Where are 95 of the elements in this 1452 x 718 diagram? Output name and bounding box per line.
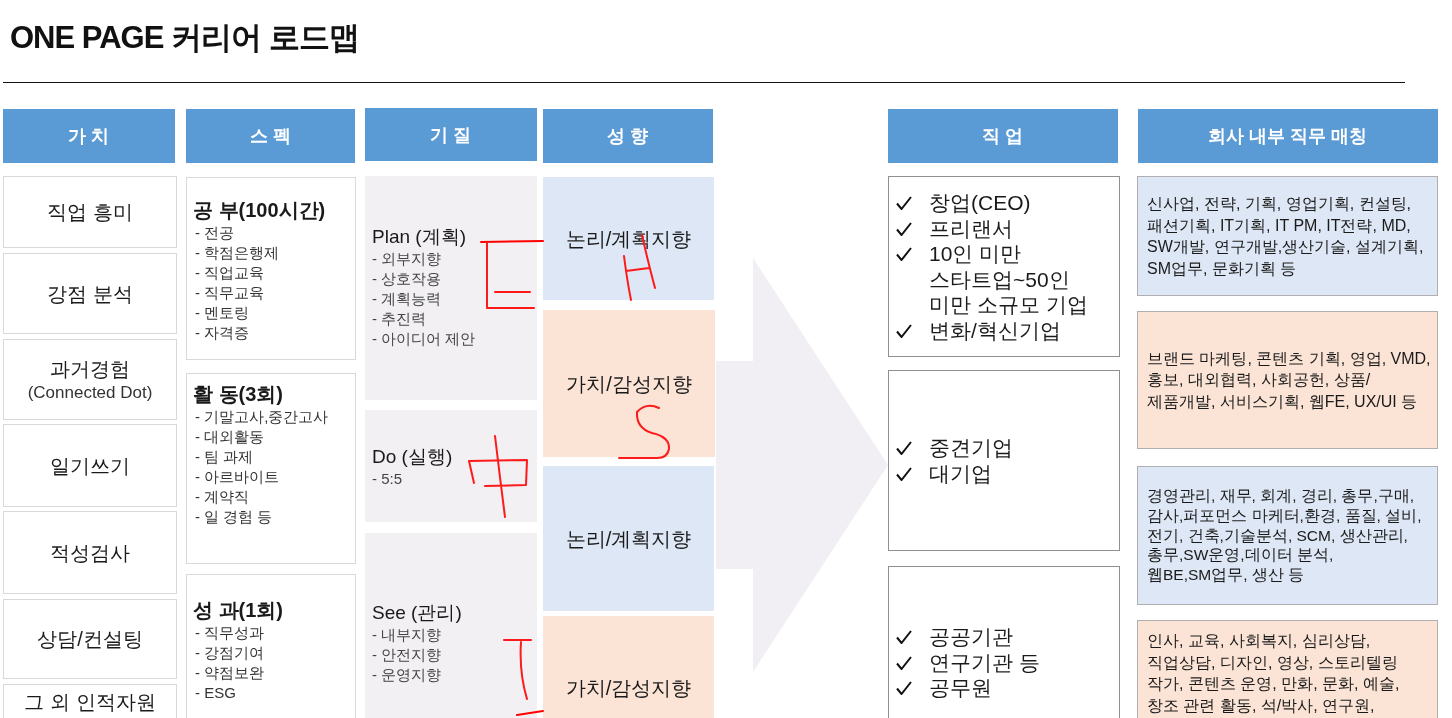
list-item: 공공기관	[929, 624, 1013, 650]
list-item: - 아르바이트	[194, 467, 280, 487]
list-item: - 강점기여	[194, 643, 265, 663]
value-card	[3, 253, 177, 334]
job-card	[888, 566, 1120, 718]
list-item: - 약점보완	[194, 663, 265, 683]
list-item: - ESG	[194, 683, 236, 703]
card-label: 가치/감성지향	[566, 371, 692, 397]
job-match-card	[1137, 311, 1438, 449]
list-item: 대기업	[929, 460, 992, 486]
list-item: - 대외활동	[194, 427, 265, 447]
connector-line	[516, 710, 544, 716]
column-header	[3, 109, 175, 163]
card-label: 과거경험	[50, 356, 130, 382]
list-item: 변화/혁신기업	[929, 317, 1061, 343]
list-item: - 직무성과	[194, 623, 265, 643]
job-match-card	[1137, 466, 1438, 605]
value-card	[3, 599, 177, 679]
card-heading: 활 동(3회)	[193, 382, 283, 407]
value-card	[3, 424, 177, 507]
list-item: 10인 미만 스타트업~50인 미만 소규모 기업	[929, 241, 1089, 318]
card-label: 적성검사	[50, 540, 130, 566]
column-header	[365, 108, 537, 161]
trait-card	[365, 410, 537, 522]
job-match-card	[1137, 620, 1438, 718]
card-text: 경영관리, 재무, 회계, 경리, 총무,구매, 감사,퍼포먼스 마케터,환경, 품질, 설비, 전기, 건축,기술분석, SCM, 생산관리,총무,SW운영,데이터 분석, 웹BE,SM업무, 생산 등	[1147, 486, 1423, 585]
list-item: - 안전지향	[372, 645, 442, 665]
spec-card	[186, 373, 356, 564]
header-label: 기 질	[430, 123, 472, 147]
list-item: 프리랜서	[929, 215, 1013, 241]
card-text: 인사, 교육, 사회복지, 심리상담, 직업상담, 디자인, 영상, 스토리텔링 작가, 콘텐츠 운영, 만화, 문화, 예술, 창조 관련 활동, 석/박사, 연구원,	[1147, 631, 1401, 716]
list-item: 공무원	[929, 675, 992, 701]
column-header	[888, 109, 1118, 163]
list-item: - 학점은행제	[194, 243, 280, 263]
job-card	[888, 176, 1120, 357]
column-header	[543, 109, 713, 163]
card-heading: Plan (계획)	[372, 225, 466, 249]
card-label: 가치/감성지향	[565, 676, 692, 701]
list-item: 중견기업	[929, 435, 1013, 461]
card-label: 그 외 인적자원	[24, 689, 156, 715]
value-card	[3, 511, 177, 594]
list-item: - 직무교육	[194, 283, 265, 303]
card-heading: Do (실행)	[372, 445, 453, 469]
list-item: - 5:5	[372, 469, 402, 489]
job-card	[888, 370, 1120, 551]
card-text: 신사업, 전략, 기획, 영업기획, 컨설팅, 패션기획, IT기획, IT PM, IT전략, MD, SW개발, 연구개발,생산기술, 설계기획, SM업무, 문화기획 등	[1147, 194, 1425, 279]
list-item: - 외부지향	[372, 249, 442, 269]
job-match-card	[1137, 176, 1438, 296]
tendency-card	[543, 310, 715, 457]
card-text: 브랜드 마케팅, 콘텐츠 기획, 영업, VMD, 홍보, 대외협력, 사회공헌, 상품/제품개발, 서비스기획, 웹FE, UX/UI 등	[1147, 348, 1432, 412]
card-label: 강점 분석	[47, 281, 133, 307]
spec-card	[186, 177, 356, 360]
card-subtitle: (Connected Dot)	[27, 381, 153, 404]
list-item: 연구기관 등	[929, 649, 1040, 675]
card-label: 상담/컨설팅	[37, 627, 143, 652]
tendency-card	[543, 616, 714, 718]
list-item: - 전공	[194, 223, 235, 243]
list-item: - 운영지향	[372, 665, 442, 685]
trait-card	[365, 533, 537, 718]
page-title: ONE PAGE 커리어 로드맵	[10, 19, 359, 57]
list-item: - 계획능력	[372, 289, 442, 309]
card-label: 직업 흥미	[47, 200, 133, 225]
card-label: 일기쓰기	[50, 453, 130, 479]
list-item: - 내부지향	[372, 625, 442, 645]
list-item: - 팀 과제	[194, 447, 254, 467]
value-card	[3, 684, 177, 718]
tendency-card	[543, 177, 714, 300]
list-item: - 계약직	[194, 487, 250, 507]
list-item: - 직업교육	[194, 263, 265, 283]
value-card	[3, 339, 177, 420]
trait-card	[365, 176, 537, 400]
header-label: 회사 내부 직무 매칭	[1208, 125, 1368, 148]
card-heading: 성 과(1회)	[193, 598, 283, 623]
list-item: - 자격증	[194, 323, 250, 343]
list-item: - 멘토링	[194, 303, 250, 323]
header-label: 성 향	[607, 125, 649, 148]
tendency-card	[543, 466, 714, 611]
list-item: - 상호작용	[372, 269, 442, 289]
header-label: 직 업	[982, 125, 1024, 148]
value-card	[3, 176, 177, 248]
card-heading: 공 부(100시간)	[193, 198, 326, 223]
list-item: - 아이디어 제안	[372, 329, 476, 349]
card-label: 논리/계획지향	[565, 526, 692, 552]
list-item: - 추진력	[372, 309, 427, 329]
header-label: 가 치	[68, 125, 110, 148]
connector-line	[480, 240, 544, 243]
spec-card	[186, 574, 356, 718]
column-header	[1138, 109, 1438, 163]
list-item: - 일 경험 등	[194, 507, 273, 527]
list-item: 창업(CEO)	[929, 190, 1031, 216]
header-label: 스 펙	[250, 125, 291, 148]
card-heading: See (관리)	[372, 601, 462, 625]
column-header	[186, 109, 355, 163]
block-arrow	[716, 258, 888, 672]
list-item: - 기말고사,중간고사	[194, 407, 329, 427]
